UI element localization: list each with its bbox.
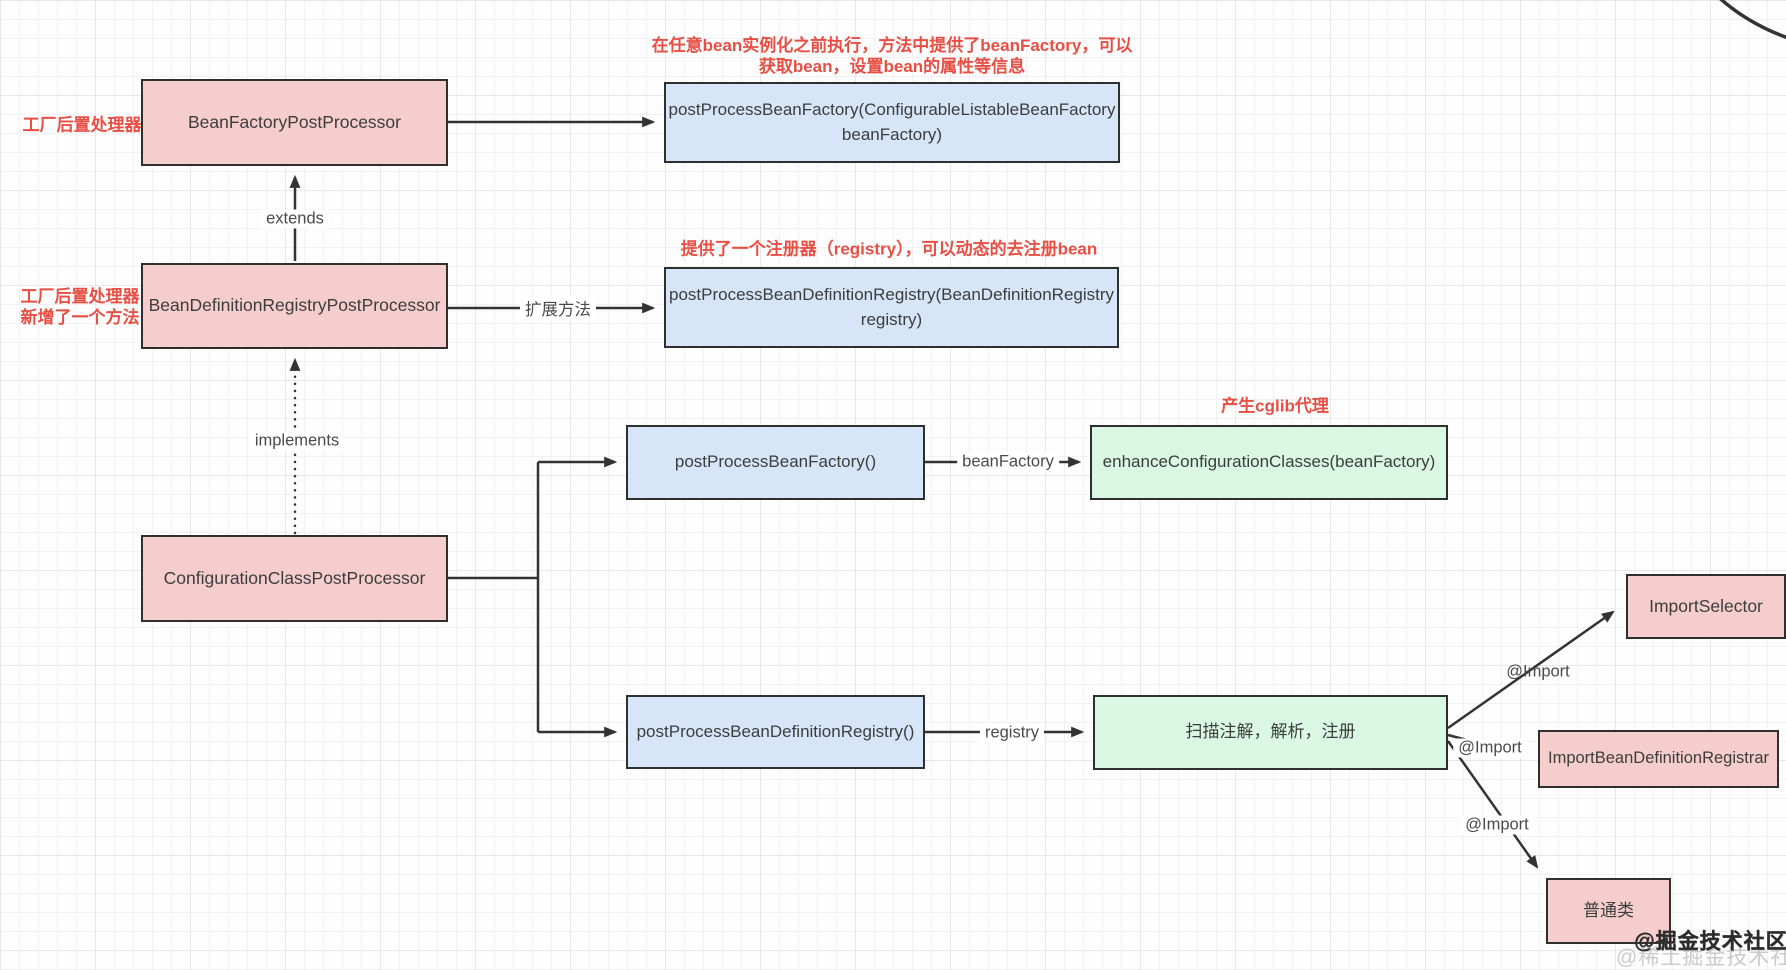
edge-label-registry: registry	[979, 723, 1045, 743]
node-post-process-bean-definition-registry-full: postProcessBeanDefinitionRegistry(BeanDe…	[664, 267, 1119, 348]
edge-label-import-middle: @Import	[1453, 738, 1527, 758]
watermark-primary: @掘金技术社区	[1634, 930, 1786, 953]
node-import-bean-definition-registrar: ImportBeanDefinitionRegistrar	[1538, 730, 1779, 788]
node-configuration-class-post-processor: ConfigurationClassPostProcessor	[141, 535, 448, 622]
node-post-process-bean-factory: postProcessBeanFactory()	[626, 425, 925, 500]
node-label: BeanDefinitionRegistryPostProcessor	[148, 295, 441, 316]
node-enhance-configuration-classes: enhanceConfigurationClasses(beanFactory)	[1090, 425, 1448, 500]
side-label-factory-post-processor: 工厂后置处理器	[22, 115, 142, 135]
node-label: ImportBeanDefinitionRegistrar	[1547, 749, 1770, 768]
edge-import-to-plain-class	[1446, 740, 1539, 869]
node-bean-definition-registry-post-processor: BeanDefinitionRegistryPostProcessor	[141, 263, 448, 349]
annotation-registry-note: 提供了一个注册器（registry），可以动态的去注册bean	[680, 239, 1098, 259]
node-label: 扫描注解，解析，注册	[1185, 722, 1356, 742]
edge-label-implements: implements	[249, 431, 345, 451]
node-label: postProcessBeanDefinitionRegistry(BeanDe…	[668, 284, 1115, 329]
annotation-line2: 获取bean，设置bean的属性等信息	[758, 57, 1026, 76]
node-bean-factory-post-processor: BeanFactoryPostProcessor	[141, 79, 448, 166]
edge-label-extends: extends	[261, 209, 329, 229]
top-right-curve-decoration	[1719, 0, 1786, 40]
node-label: ConfigurationClassPostProcessor	[163, 567, 426, 588]
edge-label-import-bottom: @Import	[1460, 815, 1534, 835]
node-label: postProcessBeanFactory(ConfigurableLista…	[668, 99, 1116, 144]
edge-label-import-top: @Import	[1506, 662, 1570, 681]
edge-import-to-importselector	[1447, 610, 1615, 730]
edge-label-bean-factory: beanFactory	[957, 452, 1059, 472]
annotation-bean-factory-note: 在任意bean实例化之前执行，方法中提供了beanFactory，可以 获取be…	[652, 35, 1133, 78]
node-post-process-bean-definition-registry: postProcessBeanDefinitionRegistry()	[626, 695, 925, 769]
node-label: postProcessBeanFactory()	[674, 452, 877, 472]
node-label: ImportSelector	[1649, 595, 1763, 616]
watermark-secondary: @稀土掘金技术社区	[1616, 946, 1786, 969]
node-label: postProcessBeanDefinitionRegistry()	[636, 721, 915, 741]
node-label: 普通类	[1583, 900, 1634, 920]
side-label-line2: 新增了一个方法	[20, 308, 140, 327]
annotation-line1: 在任意bean实例化之前执行，方法中提供了beanFactory，可以	[651, 35, 1133, 55]
node-plain-class: 普通类	[1546, 878, 1671, 944]
node-label: enhanceConfigurationClasses(beanFactory)	[1102, 452, 1436, 472]
side-label-line1: 工厂后置处理器	[20, 286, 140, 306]
node-label: BeanFactoryPostProcessor	[187, 111, 401, 132]
edge-ccpp-branch	[448, 462, 540, 732]
node-scan-parse-register: 扫描注解，解析，注册	[1093, 695, 1448, 770]
node-post-process-bean-factory-full: postProcessBeanFactory(ConfigurableLista…	[664, 82, 1120, 163]
node-import-selector: ImportSelector	[1626, 574, 1786, 639]
edge-label-extend-method: 扩展方法	[520, 296, 596, 320]
annotation-cglib-note: 产生cglib代理	[1221, 396, 1329, 416]
side-label-registry-post-processor: 工厂后置处理器 新增了一个方法	[21, 286, 140, 329]
